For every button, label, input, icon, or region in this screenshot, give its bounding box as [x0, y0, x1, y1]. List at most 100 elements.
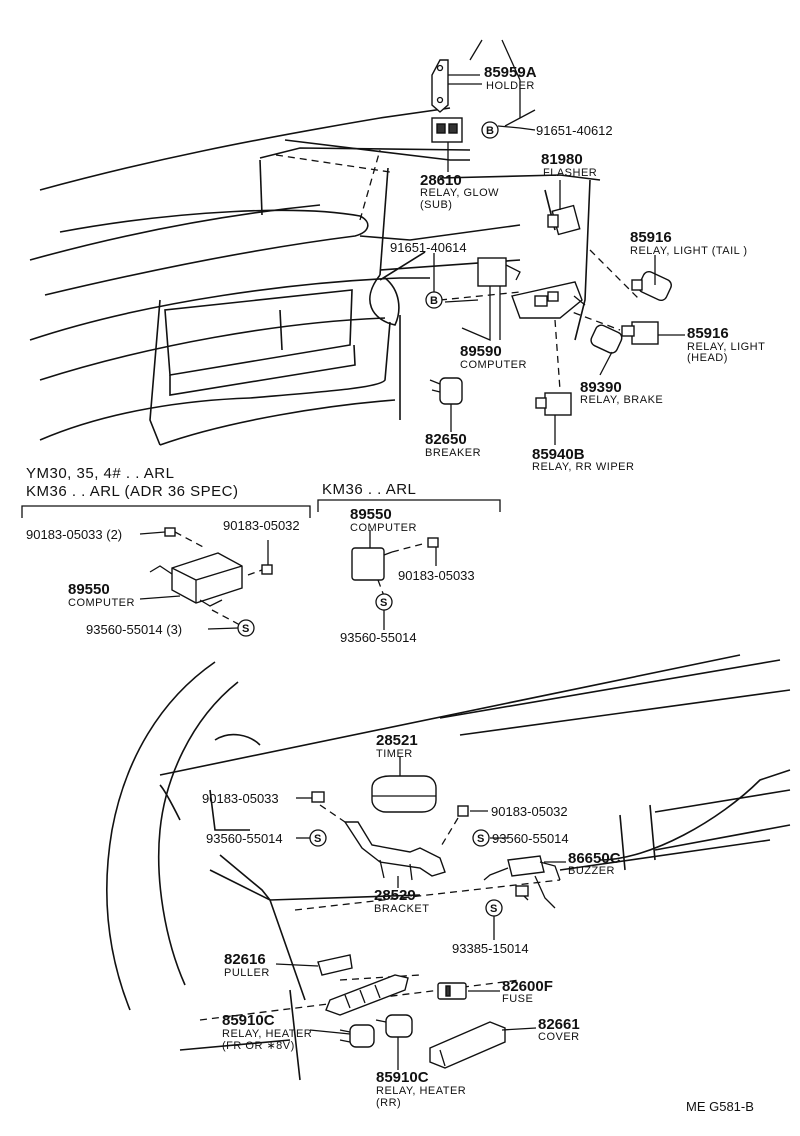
timer-28521-shape — [371, 775, 437, 813]
part-number-82661: 82661 — [538, 1016, 580, 1033]
part-number-85916-tail: 85916 — [630, 229, 672, 246]
leader-lines-bottom — [275, 757, 566, 1070]
relay-glow-28610-shape — [431, 117, 463, 143]
cover-82661-shape — [429, 1021, 506, 1069]
screw-symbol-bottom-3: S — [485, 899, 503, 917]
part-name-relay-glow-sub: (SUB) — [420, 199, 452, 211]
part-name-relay-rr-wiper: RELAY, RR WIPER — [532, 461, 634, 473]
part-number-28529: 28529 — [374, 887, 416, 904]
section-bracket-right — [317, 499, 501, 512]
relay-brake-shape — [590, 324, 623, 354]
part-number-93385-15014: 93385-15014 — [452, 941, 529, 956]
bolt-symbol-top-1: B — [481, 121, 499, 139]
part-number-91651-40612: 91651-40612 — [536, 123, 613, 138]
relay-heater-fr-shape — [339, 1024, 375, 1048]
part-name-puller: PULLER — [224, 967, 270, 979]
dashboard-outline-bottom — [106, 654, 791, 1081]
part-number-85940b: 85940B — [532, 446, 585, 463]
part-number-90183-05033-2: 90183-05033 (2) — [26, 527, 122, 542]
leader-lines-top — [433, 39, 685, 445]
part-number-89390: 89390 — [580, 379, 622, 396]
part-name-computer-89550-right: COMPUTER — [350, 522, 417, 534]
buzzer-86650c-shape — [483, 855, 561, 909]
right-variant-leaders — [369, 530, 437, 630]
part-number-93560-55014-bottom-left: 93560-55014 — [206, 831, 283, 846]
relay-light-tail-shape — [631, 270, 672, 302]
svg-text:S: S — [490, 903, 497, 915]
svg-text:S: S — [477, 833, 484, 845]
part-name-fuse: FUSE — [502, 993, 533, 1005]
part-number-82650: 82650 — [425, 431, 467, 448]
left-variant-leaders — [139, 531, 269, 630]
part-number-93560-55014-3: 93560-55014 (3) — [86, 622, 182, 637]
screw-symbol-bottom-1: S — [309, 829, 327, 847]
part-name-relay-brake: RELAY, BRAKE — [580, 394, 663, 406]
relay-heater-rr-shape — [375, 1014, 413, 1038]
svg-text:S: S — [242, 623, 249, 635]
screw-symbol-bottom-2: S — [472, 829, 490, 847]
part-number-91651-40614: 91651-40614 — [390, 240, 467, 255]
part-number-81980: 81980 — [541, 151, 583, 168]
section-title-right: KM36 . . ARL — [322, 481, 416, 498]
part-name-holder: HOLDER — [486, 80, 535, 92]
svg-text:S: S — [380, 597, 387, 609]
part-name-cover: COVER — [538, 1031, 580, 1043]
part-number-85910c-rr: 85910C — [376, 1069, 429, 1086]
relay-light-head-shape — [621, 321, 659, 345]
part-name-relay-glow: RELAY, GLOW — [420, 187, 499, 199]
part-name-relay-light-head-2: (HEAD) — [687, 352, 728, 364]
fuse-block-shape — [325, 974, 409, 1016]
puller-82616-shape — [317, 954, 353, 976]
screw-symbol-left: S — [237, 619, 255, 637]
part-number-85959a: 85959A — [484, 64, 537, 81]
part-number-28610: 28610 — [420, 172, 462, 189]
part-number-82616: 82616 — [224, 951, 266, 968]
computer-89550-left-shape — [149, 527, 273, 626]
part-name-relay-heater-fr-2: (FR OR ∗8V) — [222, 1040, 295, 1052]
part-number-90183-05032-bottom: 90183-05032 — [491, 804, 568, 819]
part-name-computer-89590: COMPUTER — [460, 359, 527, 371]
part-number-85916-head: 85916 — [687, 325, 729, 342]
section-title-left-1: YM30, 35, 4# . . ARL — [26, 465, 174, 482]
part-name-relay-light-tail: RELAY, LIGHT (TAIL ) — [630, 245, 748, 257]
svg-text:S: S — [314, 833, 321, 845]
section-bracket-left — [21, 505, 311, 518]
part-number-90183-05033-right: 90183-05033 — [398, 568, 475, 583]
part-number-28521: 28521 — [376, 732, 418, 749]
part-name-computer-89550-left: COMPUTER — [68, 597, 135, 609]
svg-text:B: B — [430, 295, 438, 307]
section-title-left-2: KM36 . . ARL (ADR 36 SPEC) — [26, 483, 239, 500]
part-name-relay-heater-fr: RELAY, HEATER — [222, 1028, 312, 1040]
part-name-breaker: BREAKER — [425, 447, 481, 459]
part-name-relay-heater-rr: RELAY, HEATER — [376, 1085, 466, 1097]
part-name-buzzer: BUZZER — [568, 865, 615, 877]
computer-89550-right-shape — [351, 537, 439, 597]
part-number-82600f: 82600F — [502, 978, 553, 995]
holder-85959a-shape — [431, 59, 449, 113]
computer-89590-shape — [477, 257, 521, 287]
diagram-code: ME G581-B — [686, 1099, 754, 1114]
part-number-93560-55014-right: 93560-55014 — [340, 630, 417, 645]
clip-05032-bottom-shape — [439, 805, 469, 849]
svg-text:B: B — [486, 125, 494, 137]
relay-rr-wiper-shape — [535, 392, 572, 416]
bracket-28529-shape — [343, 821, 446, 881]
part-number-89590: 89590 — [460, 343, 502, 360]
part-name-flasher: FLASHER — [543, 167, 597, 179]
part-number-93560-55014-bottom-right: 93560-55014 — [492, 831, 569, 846]
part-number-89550-right: 89550 — [350, 506, 392, 523]
fuse-82600f-shape — [437, 982, 467, 1000]
part-number-90183-05032-left: 90183-05032 — [223, 518, 300, 533]
part-name-relay-light-head: RELAY, LIGHT — [687, 341, 765, 353]
breaker-82650-shape — [429, 377, 463, 405]
part-name-bracket: BRACKET — [374, 903, 429, 915]
part-number-85910c-fr: 85910C — [222, 1012, 275, 1029]
clip-05033-bottom-shape — [311, 791, 346, 823]
bolt-symbol-top-2: B — [425, 291, 443, 309]
part-number-89550-left: 89550 — [68, 581, 110, 598]
screw-symbol-right: S — [375, 593, 393, 611]
part-name-relay-heater-rr-2: (RR) — [376, 1097, 401, 1109]
part-number-86650c: 86650C — [568, 850, 621, 867]
junction-bracket-shape — [511, 281, 583, 319]
